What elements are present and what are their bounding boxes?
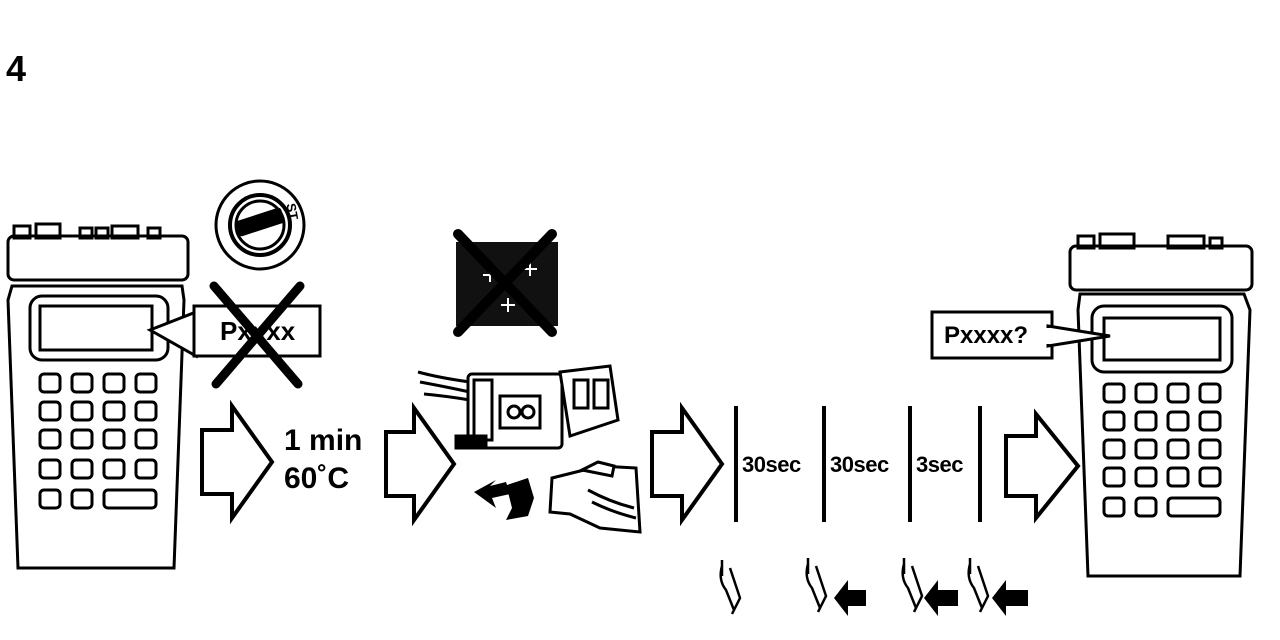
press-arrow-icons	[834, 580, 1028, 616]
crossed-out-code-label: Pxxxx	[220, 316, 296, 346]
keypad-left	[38, 372, 158, 510]
step-number: 4	[6, 48, 27, 89]
code-callout-right	[930, 310, 1111, 360]
duration-label: 1 min	[284, 424, 363, 457]
arrow-icon-1	[200, 399, 275, 525]
arrow-icon-4	[1004, 408, 1081, 524]
arrow-icon-3	[650, 401, 725, 527]
ignition-start-label: ST	[283, 202, 302, 221]
connect-disconnect-arrows	[474, 478, 534, 520]
hand-connector-icon	[548, 460, 642, 534]
pedal-icon-3	[901, 558, 924, 613]
scan-tool-left	[6, 222, 190, 570]
final-code-label: Pxxxx?	[944, 322, 1029, 349]
pedal-icon-1	[719, 560, 742, 615]
ignition-switch-icon	[214, 179, 306, 271]
arrow-icon-2	[384, 401, 457, 527]
scan-tool-right	[1068, 232, 1254, 578]
timing-segment-2: 30sec	[830, 452, 889, 477]
connector-icon	[417, 364, 620, 450]
pedal-icon-4	[967, 558, 990, 613]
keypad-right	[1102, 382, 1222, 518]
timing-segment-3: 3sec	[916, 452, 963, 477]
ac-off-icon	[453, 229, 558, 337]
timeline	[734, 406, 982, 522]
timing-segment-1: 30sec	[742, 452, 801, 477]
temperature-label: 60˚C	[284, 462, 350, 495]
pedal-icon-2	[805, 558, 828, 613]
